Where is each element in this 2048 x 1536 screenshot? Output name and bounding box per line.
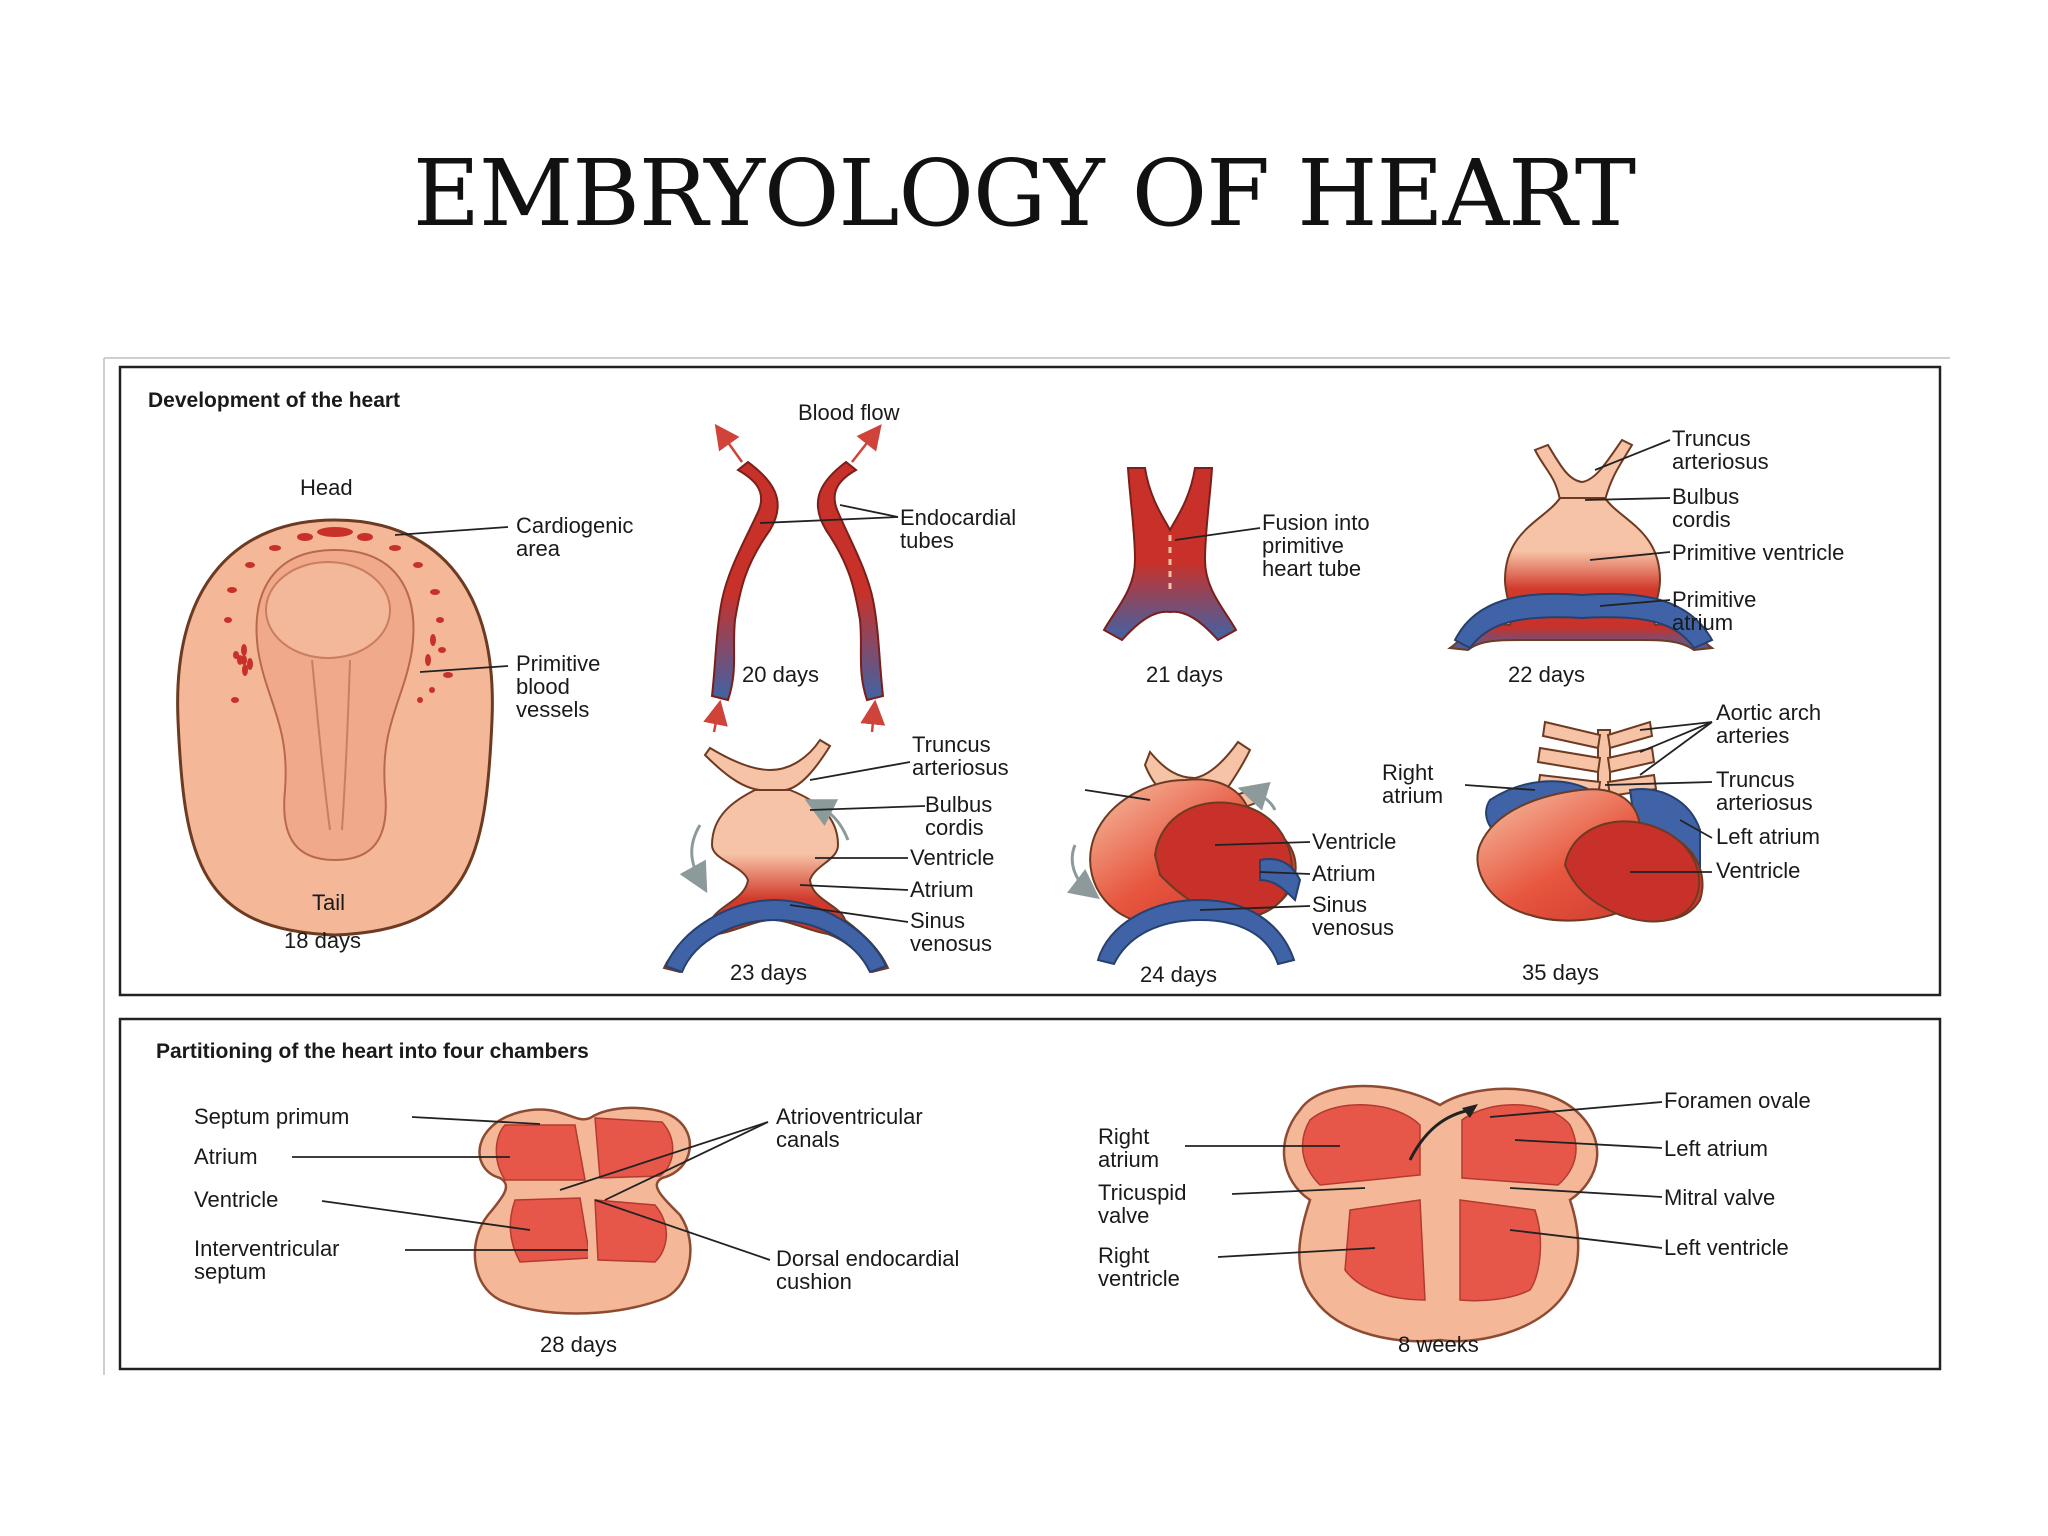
label-dorsal-cushion: Dorsal endocardial	[776, 1246, 959, 1271]
label-truncus-23-2: arteriosus	[912, 755, 1009, 780]
development-panel: Development of the heart	[118, 365, 1942, 997]
label-truncus-22: Truncus	[1672, 426, 1751, 451]
label-bulbus-23-2: cordis	[925, 815, 984, 840]
label-sinus-23: Sinus	[910, 908, 965, 933]
label-bulbus-22-2: cordis	[1672, 507, 1731, 532]
partitioning-header: Partitioning of the heart into four cham…	[156, 1040, 589, 1063]
day-8-weeks: 8 weeks	[1398, 1332, 1479, 1357]
label-truncus-23: Truncus	[912, 732, 991, 757]
label-fusion-2: primitive	[1262, 533, 1344, 558]
day-20: 20 days	[742, 662, 819, 687]
label-septum-primum: Septum primum	[194, 1104, 349, 1129]
label-left-ventricle: Left ventricle	[1664, 1235, 1789, 1260]
label-atrium-28: Atrium	[194, 1144, 258, 1169]
label-aortic-arch: Aortic arch	[1716, 700, 1821, 725]
label-ventricle-23: Ventricle	[910, 845, 994, 870]
stage-35-days: Aortic arch arteries Right atrium Truncu…	[1382, 700, 1821, 985]
label-sinus-24-2: venosus	[1312, 915, 1394, 940]
label-head: Head	[300, 475, 353, 500]
label-primitive-blood-2: blood	[516, 674, 570, 699]
development-header: Development of the heart	[148, 389, 400, 412]
label-tail: Tail	[312, 890, 345, 915]
label-truncus-35-2: arteriosus	[1716, 790, 1813, 815]
day-35: 35 days	[1522, 960, 1599, 985]
label-tricuspid: Tricuspid	[1098, 1180, 1186, 1205]
stage-20-days: Blood flow Endocardial tubes 20 days	[703, 400, 1016, 733]
label-right-atrium-8w: Right	[1098, 1124, 1149, 1149]
endocardial-tube-left	[710, 460, 779, 702]
label-interventricular: Interventricular	[194, 1236, 340, 1261]
label-right-ventricle-2: ventricle	[1098, 1266, 1180, 1291]
stage-18-days: Head Cardiogenic area Primitive blood ve…	[176, 475, 633, 953]
label-primitive-blood: Primitive	[516, 651, 600, 676]
label-aortic-arch-2: arteries	[1716, 723, 1789, 748]
label-truncus-22-2: arteriosus	[1672, 449, 1769, 474]
label-atrium-24: Atrium	[1312, 861, 1376, 886]
label-primitive-blood-3: vessels	[516, 697, 589, 722]
label-bulbus-23: Bulbus	[925, 792, 992, 817]
label-left-atrium-8w: Left atrium	[1664, 1136, 1768, 1161]
label-ventricle-35: Ventricle	[1716, 858, 1800, 883]
label-prim-atrium-22-2: atrium	[1672, 610, 1733, 635]
day-18: 18 days	[284, 928, 361, 953]
label-dorsal-cushion-2: cushion	[776, 1269, 852, 1294]
stage-8-weeks: Foramen ovale Left atrium Mitral valve L…	[1098, 1084, 1811, 1357]
partitioning-panel: Partitioning of the heart into four cham…	[118, 1017, 1942, 1371]
label-right-atrium-35-2: atrium	[1382, 783, 1443, 808]
day-28: 28 days	[540, 1332, 617, 1357]
day-24: 24 days	[1140, 962, 1217, 987]
label-sinus-24: Sinus	[1312, 892, 1367, 917]
label-fusion: Fusion into	[1262, 510, 1370, 535]
label-mitral-valve: Mitral valve	[1664, 1185, 1775, 1210]
label-right-atrium-35: Right	[1382, 760, 1433, 785]
stage-23-days: Truncus arteriosus Bulbus cordis Ventric…	[662, 732, 1009, 985]
label-ventricle-28: Ventricle	[194, 1187, 278, 1212]
label-cardiogenic: Cardiogenic	[516, 513, 633, 538]
label-fusion-3: heart tube	[1262, 556, 1361, 581]
label-tricuspid-2: valve	[1098, 1203, 1149, 1228]
label-atrium-23: Atrium	[910, 877, 974, 902]
stage-21-days: Fusion into primitive heart tube 21 days	[1102, 467, 1370, 687]
stage-28-days: Septum primum Atrium Ventricle Intervent…	[194, 1104, 959, 1357]
label-prim-ventricle-22: Primitive ventricle	[1672, 540, 1844, 565]
day-21: 21 days	[1146, 662, 1223, 687]
label-right-ventricle: Right	[1098, 1243, 1149, 1268]
label-cardiogenic-2: area	[516, 536, 561, 561]
day-22: 22 days	[1508, 662, 1585, 687]
cardiogenic-spots	[224, 527, 453, 703]
label-ventricle-24: Ventricle	[1312, 829, 1396, 854]
primitive-heart-tube	[1102, 467, 1238, 642]
label-av-canals-2: canals	[776, 1127, 840, 1152]
stage-24-days: Ventricle Atrium Sinus venosus 24 days	[1066, 740, 1396, 987]
label-right-atrium-8w-2: atrium	[1098, 1147, 1159, 1172]
day-23: 23 days	[730, 960, 807, 985]
label-sinus-23-2: venosus	[910, 931, 992, 956]
label-endocardial-2: tubes	[900, 528, 954, 553]
slide-title: EMBRYOLOGY OF HEART	[412, 140, 1636, 247]
label-av-canals: Atrioventricular	[776, 1104, 923, 1129]
label-interventricular-2: septum	[194, 1259, 266, 1284]
label-truncus-35: Truncus	[1716, 767, 1795, 792]
label-endocardial: Endocardial	[900, 505, 1016, 530]
label-bulbus-22: Bulbus	[1672, 484, 1739, 509]
label-blood-flow: Blood flow	[798, 400, 900, 425]
label-prim-atrium-22: Primitive	[1672, 587, 1756, 612]
label-foramen-ovale: Foramen ovale	[1664, 1088, 1811, 1113]
label-left-atrium-35: Left atrium	[1716, 824, 1820, 849]
stage-22-days: Truncus arteriosus Bulbus cordis Primiti…	[1447, 426, 1844, 687]
